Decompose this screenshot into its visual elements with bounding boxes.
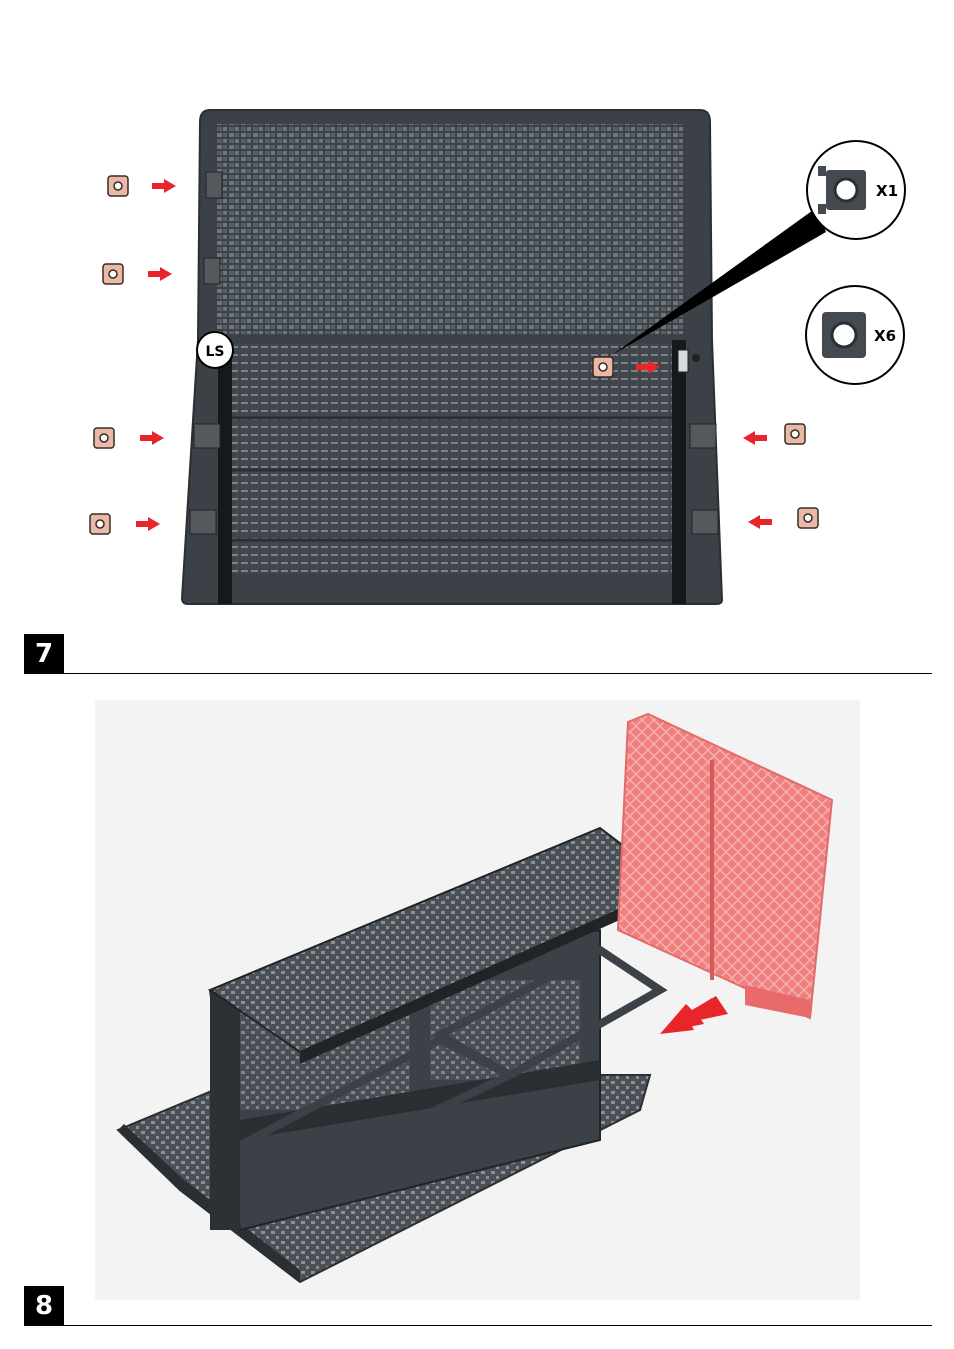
step-number: 8 — [35, 1291, 53, 1321]
assembly-illustration-lower — [0, 0, 954, 1300]
step-divider — [24, 1325, 932, 1326]
step-number-badge: 8 — [24, 1286, 64, 1326]
